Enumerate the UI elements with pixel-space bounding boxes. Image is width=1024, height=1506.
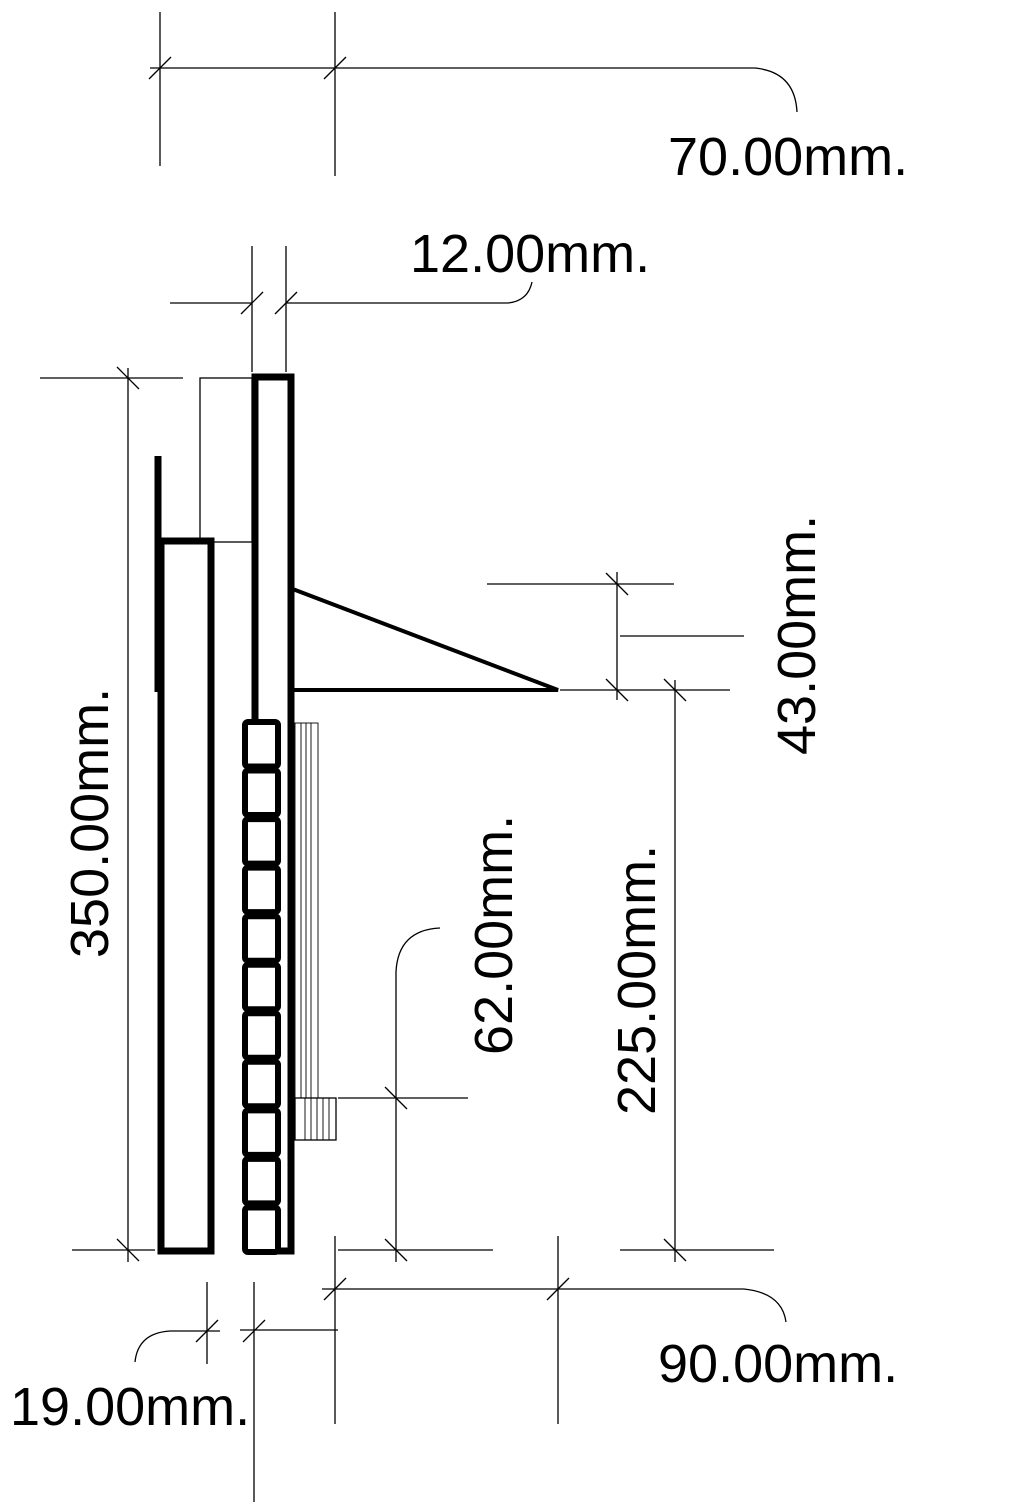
dim-label-43: 43.00mm. [767,515,827,755]
dimension-line [134,1330,220,1363]
tick-mark [546,1277,570,1301]
spacer-block [199,377,253,543]
stack-block [242,767,281,818]
stack-block [242,1107,281,1158]
left-board [154,456,215,1255]
tick-mark [384,1086,408,1110]
fitting [294,1097,337,1141]
tick-mark [240,291,264,315]
dim-225-group: 225.00mm. [607,678,774,1262]
tick-mark [242,1319,266,1343]
tick-mark [323,1277,347,1301]
dim-label-350: 350.00mm. [60,688,120,958]
dim-350-group: 350.00mm. [40,366,183,1262]
dim-62-group: 62.00mm. [338,815,524,1262]
dim-19-group: 19.00mm. [10,1282,338,1502]
dim-12-group: 12.00mm. [170,224,650,372]
dim-43-group: 43.00mm. [487,515,827,755]
tick-mark [605,678,629,702]
dim-label-90: 90.00mm. [658,1334,898,1394]
block-stack [242,719,281,1255]
dimension-line [286,281,533,304]
stack-block [242,1204,281,1255]
tick-mark [323,56,347,80]
tick-mark [274,291,298,315]
bracket [289,586,559,692]
strip-outline [294,722,319,1099]
stack-block [242,1010,281,1061]
dim-label-62: 62.00mm. [464,815,524,1055]
fitting-body [294,1097,337,1141]
dim-label-12: 12.00mm. [410,224,650,284]
stack-block [242,913,281,964]
stack-block [242,1155,281,1207]
dimension-line [395,927,441,1262]
bracket-outline [289,586,559,692]
tick-mark [605,572,629,596]
tick-mark [195,1319,219,1343]
stack-block [242,1058,281,1110]
tick-mark [116,1238,140,1262]
dimension-line [150,67,798,113]
stack-block [242,961,281,1013]
dim-label-225: 225.00mm. [607,845,667,1115]
dim-90-group: 90.00mm. [322,1236,898,1424]
tick-mark [148,56,172,80]
stack-block [242,816,281,867]
dim-label-19: 19.00mm. [10,1377,250,1437]
tick-mark [384,1238,408,1262]
dim-label-70: 70.00mm. [668,127,908,187]
left-panel [157,537,215,1255]
stack-block [242,719,281,770]
stack-block [242,864,281,916]
dim-70-group: 70.00mm. [148,12,908,187]
dimension-line [322,1288,787,1323]
tick-mark [116,366,140,390]
hatched-strip [294,722,319,1099]
tick-mark [663,678,687,702]
